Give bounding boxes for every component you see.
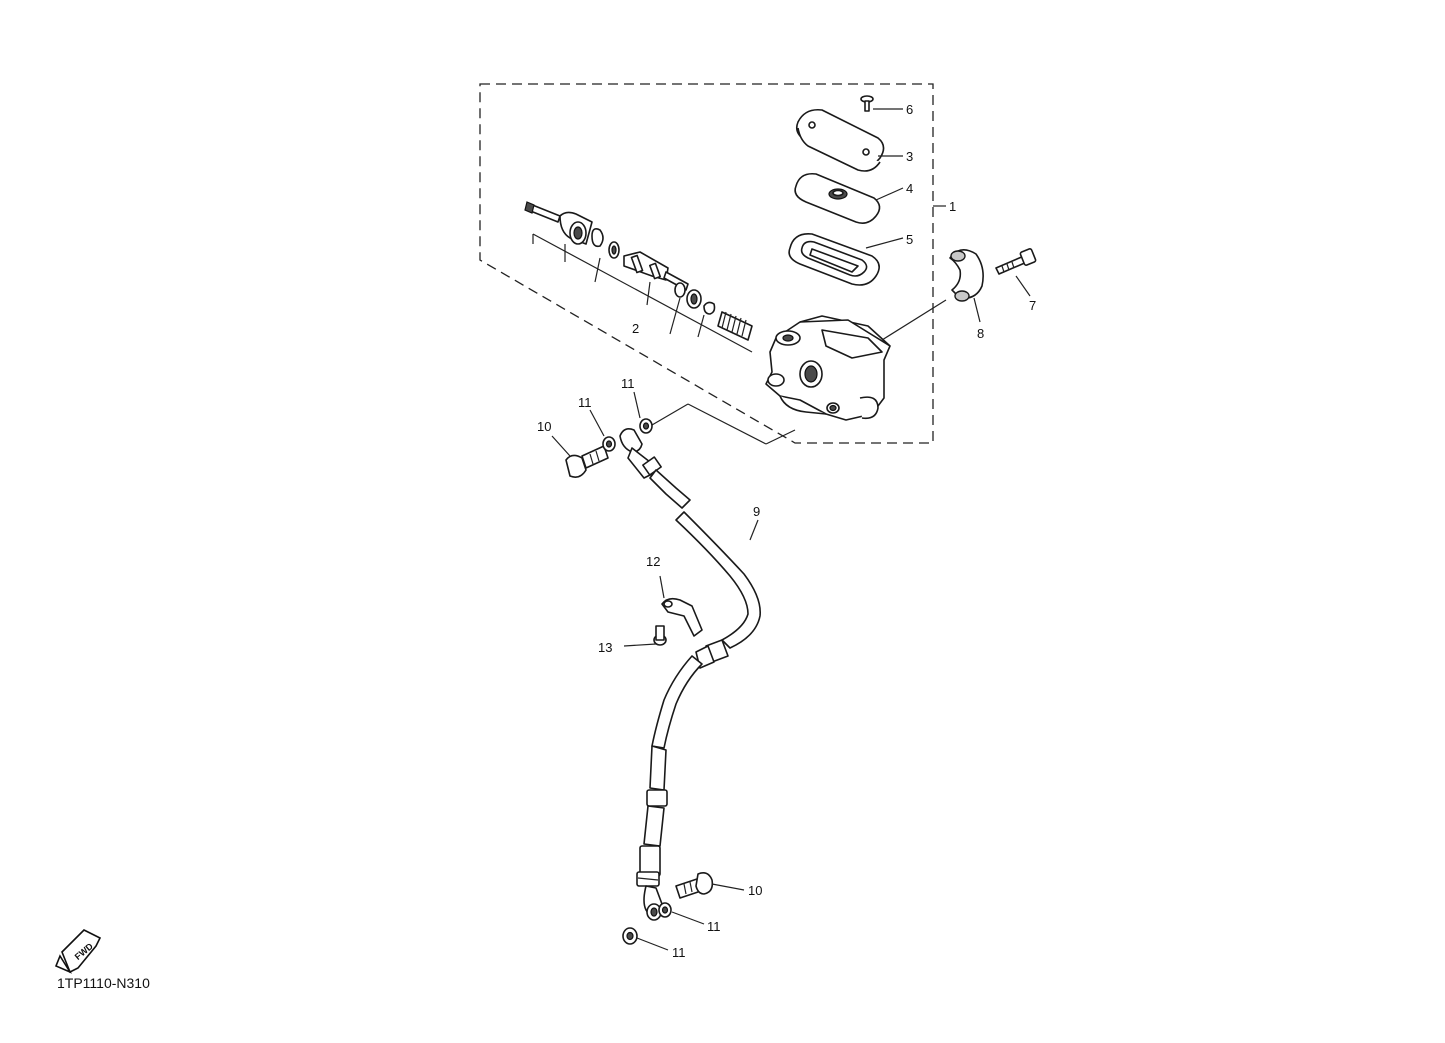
callout-3: 3 (906, 149, 913, 164)
callout-6: 6 (906, 102, 913, 117)
callout-10-lower: 10 (748, 883, 762, 898)
diaphragm-plate-part-4 (794, 172, 904, 224)
callout-11-lower-left: 11 (672, 945, 686, 960)
callout-13: 13 (598, 640, 612, 655)
upper-washer-part-11b (633, 391, 653, 434)
callout-2: 2 (632, 321, 639, 336)
callout-5: 5 (906, 232, 913, 247)
upper-union-bolt-part-10 (551, 435, 609, 478)
reservoir-cap-part-3 (795, 108, 903, 172)
screw-part-6 (860, 95, 903, 112)
callout-8: 8 (977, 326, 984, 341)
callout-10-upper: 10 (537, 419, 551, 434)
callout-11-lower-right: 11 (707, 919, 721, 934)
assembly-outline (479, 83, 934, 444)
fwd-arrow-icon: FWD (54, 929, 102, 974)
body-outlet-leader (651, 403, 796, 445)
diagram-code: 1TP1110-N310 (57, 975, 150, 991)
callout-11-upper-left: 11 (578, 395, 592, 410)
clamp-holder-part-8 (949, 249, 984, 323)
callout-9: 9 (753, 504, 760, 519)
lower-union-bolt-part-10 (675, 872, 745, 899)
callout-11-upper-right: 11 (621, 376, 635, 391)
hose-guide-part-12 (659, 575, 703, 637)
callout-7: 7 (1029, 298, 1036, 313)
piston-kit-part-2 (524, 201, 753, 353)
brake-hose-part-9 (619, 428, 761, 921)
lower-washer-part-11d (622, 927, 669, 951)
callout-1: 1 (949, 199, 956, 214)
upper-washer-part-11a (589, 409, 616, 452)
diaphragm-part-5 (788, 232, 904, 286)
screw-part-13 (623, 625, 667, 647)
callout-12: 12 (646, 554, 660, 569)
master-cylinder-body (765, 299, 947, 421)
lower-washer-part-11c (658, 902, 705, 925)
callout-4: 4 (906, 181, 913, 196)
clamp-bolt-part-7 (995, 248, 1037, 297)
